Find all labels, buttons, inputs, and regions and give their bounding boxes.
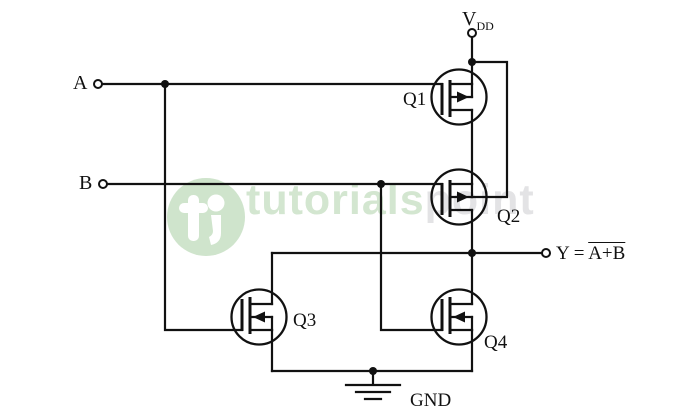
input-a-label: A bbox=[73, 72, 88, 94]
input-a-junction-dot bbox=[161, 80, 169, 88]
ground-junction-dot bbox=[369, 367, 377, 375]
input-b-terminal bbox=[98, 179, 108, 189]
output-terminal bbox=[541, 248, 551, 258]
vdd-subscript: DD bbox=[476, 19, 494, 33]
input-b-branch-wire bbox=[379, 182, 444, 332]
q2-pmos-transistor-icon bbox=[430, 168, 488, 226]
ground-icon bbox=[344, 383, 402, 401]
input-b-label: B bbox=[79, 172, 93, 194]
q1-label: Q1 bbox=[403, 89, 427, 110]
vdd-body-rail-wire bbox=[470, 60, 509, 199]
output-expression-overline: A+B bbox=[588, 243, 626, 264]
output-label: Y = A+B bbox=[556, 243, 626, 264]
input-b-junction-dot bbox=[377, 180, 385, 188]
gnd-label: GND bbox=[410, 390, 452, 411]
q1-pmos-transistor-icon bbox=[430, 68, 488, 126]
q4-nmos-transistor-icon bbox=[430, 288, 488, 346]
output-junction-dot bbox=[468, 249, 476, 257]
q3-label: Q3 bbox=[293, 310, 317, 331]
q4-label: Q4 bbox=[484, 332, 508, 353]
watermark-text-green: tutorials bbox=[246, 176, 425, 224]
watermark-text: tutorialspoint bbox=[246, 179, 535, 222]
q3-nmos-transistor-icon bbox=[230, 288, 288, 346]
input-a-terminal bbox=[93, 79, 103, 89]
input-a-branch-wire bbox=[163, 82, 244, 332]
vdd-label: VDD bbox=[462, 8, 494, 33]
vdd-terminal bbox=[467, 28, 477, 38]
q2-label: Q2 bbox=[497, 206, 521, 227]
tutorialspoint-logo-icon bbox=[167, 178, 245, 256]
vdd-junction-dot bbox=[468, 58, 476, 66]
